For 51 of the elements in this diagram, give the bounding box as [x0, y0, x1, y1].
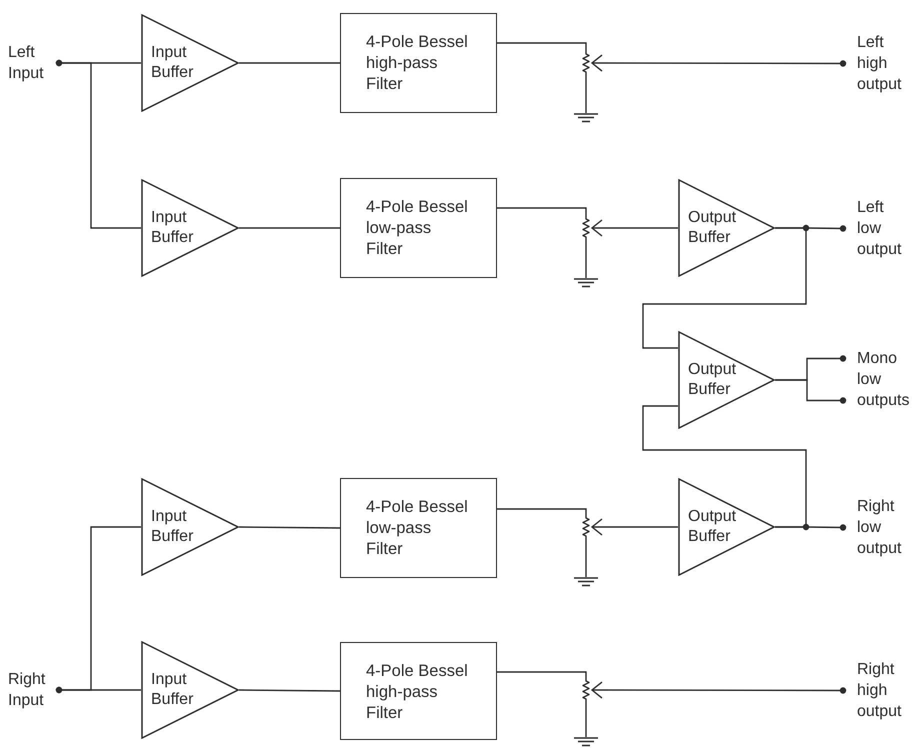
buffer-label: Output Buffer [688, 208, 736, 248]
resistor-icon [580, 678, 592, 702]
output-label: Right high output [857, 660, 902, 722]
signal-wire [591, 681, 846, 699]
signal-wire [591, 518, 678, 536]
buffer-label: Input Buffer [151, 208, 194, 248]
filter-box [340, 642, 497, 740]
signal-wire [585, 702, 587, 737]
resistor-icon [580, 51, 592, 75]
filter-label: 4-Pole Bessel low-pass Filter [366, 197, 469, 260]
signal-wire [239, 227, 340, 229]
ground-icon [574, 113, 598, 123]
signal-wire [585, 539, 587, 577]
signal-wire [591, 54, 846, 72]
signal-wire [497, 207, 587, 216]
signal-wire [56, 686, 141, 694]
signal-wire [497, 671, 587, 678]
signal-wire [775, 524, 846, 531]
signal-wire [585, 240, 587, 278]
output-label: Left high output [857, 33, 902, 95]
signal-wire [56, 60, 141, 229]
signal-wire [239, 689, 340, 692]
filter-box [340, 178, 497, 278]
ground-icon [574, 737, 598, 747]
buffer-label: Output Buffer [688, 360, 736, 400]
filter-label: 4-Pole Bessel low-pass Filter [366, 497, 469, 560]
signal-wire [497, 508, 587, 515]
signal-wire [775, 379, 846, 404]
ground-icon [574, 278, 598, 288]
output-label: Right low output [857, 497, 902, 559]
output-label: Mono low outputs [857, 349, 910, 411]
resistor-icon [580, 216, 592, 240]
output-label: Left low output [857, 198, 902, 260]
buffer-label: Input Buffer [151, 670, 194, 710]
signal-wire [239, 526, 340, 529]
buffer-label: Output Buffer [688, 507, 736, 547]
signal-wire [497, 42, 587, 51]
signal-wire [591, 219, 678, 237]
filter-label: 4-Pole Bessel high-pass Filter [366, 661, 469, 724]
input-label: Left Input [8, 43, 44, 84]
signal-wire [239, 62, 340, 64]
input-label: Right Input [8, 670, 46, 711]
ground-icon [574, 577, 598, 587]
signal-wire [642, 227, 807, 349]
filter-label: 4-Pole Bessel high-pass Filter [366, 32, 469, 95]
filter-box [340, 478, 497, 578]
filter-box [340, 13, 497, 113]
signal-wire [585, 75, 587, 113]
resistor-icon [580, 515, 592, 539]
buffer-label: Input Buffer [151, 507, 194, 547]
buffer-label: Input Buffer [151, 43, 194, 83]
